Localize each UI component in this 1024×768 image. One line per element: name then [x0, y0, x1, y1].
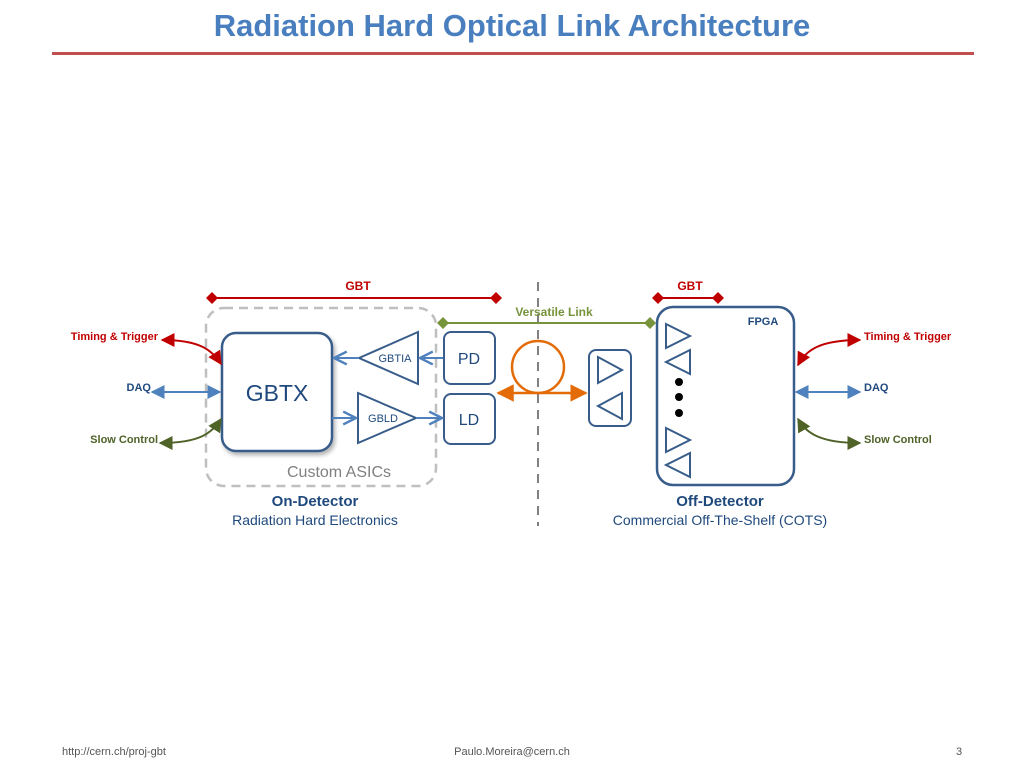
left-timing-arrow [160, 333, 222, 366]
on-detector-title: On-Detector [272, 493, 359, 510]
gbtia-label: GBTIA [378, 353, 412, 365]
transceiver-tx-triangle [597, 355, 625, 385]
versatile-link-label: Versatile Link [515, 305, 593, 319]
fpga-triangle-2 [663, 348, 691, 376]
footer-url: http://cern.ch/proj-gbt [62, 746, 166, 758]
gbt-left-label: GBT [345, 279, 371, 293]
ld-block [443, 393, 496, 445]
custom-asics-label: Custom ASICs [287, 464, 391, 481]
fpga-ellipsis-dot-3 [675, 409, 683, 417]
left-timing-label: Timing & Trigger [71, 331, 159, 343]
left-slow-control-label: Slow Control [90, 434, 158, 446]
optical-transceiver [588, 349, 632, 427]
footer-page-number: 3 [956, 746, 963, 758]
fpga-triangle-4 [663, 451, 691, 479]
gbld-label: GBLD [368, 413, 398, 425]
gbtia-amplifier [356, 330, 419, 386]
slide-title: Radiation Hard Optical Link Architecture [213, 8, 811, 43]
gbld-amplifier [357, 391, 419, 445]
fpga-ellipsis-dot-1 [675, 378, 683, 386]
custom-asics-box [204, 306, 438, 488]
fpga-triangle-3 [665, 426, 693, 454]
pd-block [443, 331, 496, 385]
left-daq-label: DAQ [127, 382, 152, 394]
transceiver-rx-triangle [595, 391, 623, 421]
title-underline [52, 52, 974, 55]
on-detector-subtitle: Radiation Hard Electronics [232, 512, 398, 528]
fpga-block [655, 305, 796, 487]
right-timing-label: Timing & Trigger [864, 331, 952, 343]
fpga-ellipsis-dot-2 [675, 393, 683, 401]
gbtx-block [220, 331, 334, 453]
pd-label: PD [458, 351, 480, 368]
gbtx-label: GBTX [246, 380, 309, 406]
ld-label: LD [459, 412, 479, 429]
fpga-label: FPGA [748, 316, 779, 328]
right-timing-arrow [797, 333, 862, 367]
fpga-triangle-1 [665, 322, 693, 350]
footer-email: Paulo.Moreira@cern.ch [454, 746, 570, 758]
right-slow-control-arrow [797, 417, 862, 450]
gbt-right-label: GBT [677, 279, 703, 293]
off-detector-title: Off-Detector [676, 493, 764, 510]
right-slow-control-label: Slow Control [864, 434, 932, 446]
left-slow-control-arrow [158, 417, 222, 450]
right-daq-label: DAQ [864, 382, 889, 394]
off-detector-subtitle: Commercial Off-The-Shelf (COTS) [613, 512, 827, 528]
